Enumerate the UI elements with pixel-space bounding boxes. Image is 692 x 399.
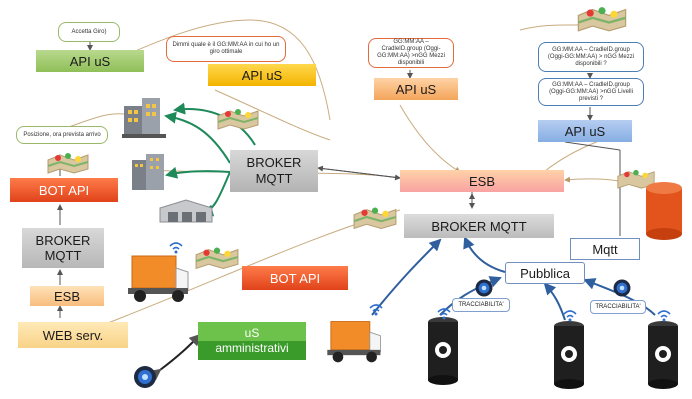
esb-box-center: ESB bbox=[400, 170, 564, 192]
truck-icon bbox=[128, 255, 189, 302]
mqtt-label-box: Mqtt bbox=[570, 238, 640, 260]
amministrativi-label: amministrativi bbox=[215, 341, 289, 355]
map-icon bbox=[617, 169, 655, 189]
tracciabilita-pill-2: TRACCIABILITA' bbox=[590, 300, 646, 314]
us-label: uS bbox=[244, 326, 260, 340]
note-posizione: Posizione, ora prevista arrivo bbox=[16, 126, 108, 144]
broker-center-line2: MQTT bbox=[255, 171, 293, 186]
tracciabilita-pill-1: TRACCIABILITA' bbox=[452, 298, 510, 312]
broker-mqtt-box-center: BROKER MQTT bbox=[230, 150, 318, 192]
note-dimmi-quale: Dimmi quale è il GG:MM:AA in cui ho un g… bbox=[166, 36, 286, 62]
esb-box-left: ESB bbox=[30, 286, 104, 306]
factory-icon bbox=[122, 98, 166, 138]
map-icon bbox=[577, 7, 627, 32]
map-icon bbox=[47, 153, 89, 174]
truck-icon bbox=[327, 321, 381, 363]
wifi-icon bbox=[437, 308, 451, 320]
bot-api-box-left: BOT API bbox=[10, 178, 118, 202]
api-us-box-4: API uS bbox=[538, 120, 632, 142]
api-us-box-3: API uS bbox=[374, 78, 458, 100]
wifi-icon bbox=[369, 304, 383, 316]
map-icon bbox=[353, 207, 397, 230]
oil-barrel-icon bbox=[428, 317, 458, 385]
broker-mqtt-box-right: BROKER MQTT bbox=[404, 214, 554, 238]
bot-api-box-center: BOT API bbox=[242, 266, 348, 290]
pubblica-box: Pubblica bbox=[505, 262, 585, 284]
wifi-icon bbox=[657, 310, 671, 322]
map-icon bbox=[195, 247, 239, 270]
sensor-icon bbox=[613, 279, 631, 297]
note-cradle-mezzi-disponibili: GG:MM:AA – CradleID.group (Oggi-GG:MM:AA… bbox=[538, 42, 644, 72]
broker-center-line1: BROKER bbox=[246, 155, 302, 170]
broker-label-line1: BROKER bbox=[35, 233, 91, 248]
wifi-icon bbox=[563, 310, 577, 322]
api-us-box-1: API uS bbox=[36, 50, 144, 72]
map-icon bbox=[217, 109, 259, 130]
oil-barrel-icon bbox=[648, 321, 678, 389]
note-accetta-giro: Accetta Giro) bbox=[58, 22, 120, 42]
database-icon bbox=[646, 182, 682, 240]
sensor-icon bbox=[134, 366, 156, 388]
broker-label-line2: MQTT bbox=[44, 248, 82, 263]
wifi-icon bbox=[169, 242, 183, 254]
sensor-icon bbox=[475, 279, 493, 297]
web-serv-box: WEB serv. bbox=[18, 322, 128, 348]
api-us-box-2: API uS bbox=[208, 64, 316, 86]
us-amministrativi-box: uS amministrativi bbox=[198, 322, 306, 360]
warehouse-icon bbox=[159, 199, 213, 223]
note-cradle-mezzi: GG:MM:AA – CradleID.group (Oggi-GG:MM:AA… bbox=[368, 38, 454, 68]
building-icon bbox=[132, 154, 164, 190]
broker-mqtt-box-left: BROKER MQTT bbox=[22, 228, 104, 268]
note-cradle-livelli: GG:MM:AA – CradleID.group (Oggi-GG:MM:AA… bbox=[538, 78, 644, 106]
oil-barrel-icon bbox=[554, 321, 584, 389]
